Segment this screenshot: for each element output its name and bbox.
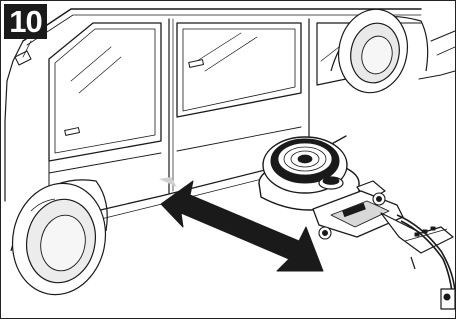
robotic-lawnmower-icon <box>258 136 386 211</box>
step-number-badge: 10 <box>4 4 47 39</box>
charging-station-icon <box>312 190 456 310</box>
front-wheel-icon <box>10 179 108 296</box>
double-arrow-icon <box>160 180 324 272</box>
ground-marker-icon <box>159 177 177 187</box>
rear-wheel-icon <box>330 8 429 94</box>
